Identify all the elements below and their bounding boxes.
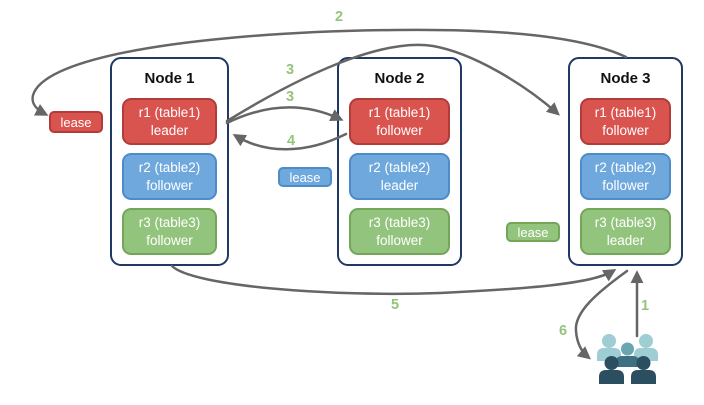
node-2-replica-r3: r3 (table3) follower	[349, 208, 450, 255]
node-3: Node 3 r1 (table1) follower r2 (table2) …	[568, 57, 683, 266]
node-2-replica-r1: r1 (table1) follower	[349, 98, 450, 145]
node-2-title: Node 2	[374, 70, 425, 87]
users-icon	[597, 334, 658, 384]
replica-name: r1 (table1)	[594, 105, 657, 121]
replica-role: follower	[146, 232, 193, 248]
replica-name: r1 (table1)	[138, 105, 201, 121]
replica-role: follower	[146, 177, 193, 193]
node-1-replica-r2: r2 (table2) follower	[122, 153, 217, 200]
node-2-replica-r2: r2 (table2) leader	[349, 153, 450, 200]
replica-name: r2 (table2)	[594, 160, 657, 176]
node-1-replica-r3: r3 (table3) follower	[122, 208, 217, 255]
replica-name: r3 (table3)	[138, 215, 201, 231]
replica-name: r3 (table3)	[368, 215, 431, 231]
lease-badge-red: lease	[49, 111, 103, 133]
node-2: Node 2 r1 (table1) follower r2 (table2) …	[337, 57, 462, 266]
step-label-3b: 3	[285, 89, 295, 105]
node-3-title: Node 3	[600, 70, 651, 87]
replica-role: follower	[376, 232, 423, 248]
node-1-title: Node 1	[144, 70, 195, 87]
node-1: Node 1 r1 (table1) leader r2 (table2) fo…	[110, 57, 229, 266]
replica-role: follower	[376, 122, 423, 138]
replica-name: r3 (table3)	[594, 215, 657, 231]
step-label-2: 2	[334, 9, 344, 25]
arrow-step3-leader-to-node2	[225, 106, 344, 125]
lease-badge-blue: lease	[278, 167, 332, 187]
arrow-step5-node1-to-node3	[170, 264, 617, 296]
replica-name: r1 (table1)	[368, 105, 431, 121]
replica-role: follower	[602, 177, 649, 193]
node-3-replica-r3: r3 (table3) leader	[580, 208, 671, 255]
node-3-replica-r1: r1 (table1) follower	[580, 98, 671, 145]
replica-role: leader	[380, 177, 419, 193]
replica-role: leader	[606, 232, 645, 248]
arrow-step6-node3-to-users	[574, 269, 629, 360]
node-3-replica-r2: r2 (table2) follower	[580, 153, 671, 200]
step-label-5: 5	[390, 297, 400, 313]
step-label-3a: 3	[285, 62, 295, 78]
replica-name: r2 (table2)	[368, 160, 431, 176]
step-label-4: 4	[286, 133, 296, 149]
lease-badge-green: lease	[506, 222, 560, 242]
replica-name: r2 (table2)	[138, 160, 201, 176]
replica-role: follower	[602, 122, 649, 138]
replica-role: leader	[150, 122, 189, 138]
step-label-1: 1	[640, 298, 650, 314]
step-label-6: 6	[558, 323, 568, 339]
node-1-replica-r1: r1 (table1) leader	[122, 98, 217, 145]
